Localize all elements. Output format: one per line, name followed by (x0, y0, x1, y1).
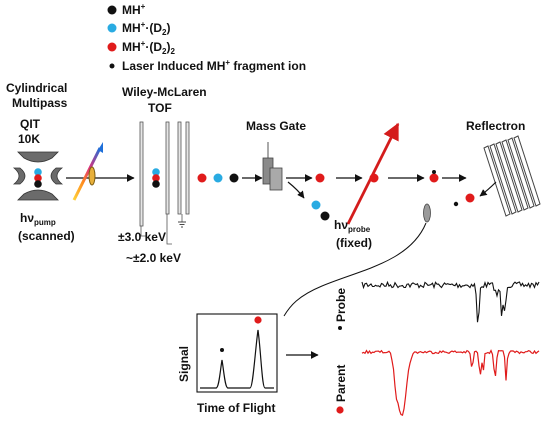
legend-label-mh-d2-2: MH+·(D2)2 (122, 39, 175, 56)
deflection-arrow (287, 181, 305, 199)
reflectron: Reflectron (453, 119, 541, 217)
reflected-fragment-ion (453, 201, 459, 207)
multipass-label: Multipass (12, 96, 68, 110)
deflected-ion-black (320, 211, 330, 221)
hv-pump-label: hνpump (20, 211, 56, 227)
ion-blue-separated (213, 173, 223, 183)
legend-marker-mh (107, 5, 117, 15)
legend-marker-mh-d2-2 (107, 42, 117, 52)
tof-axis-label: Time of Flight (197, 401, 275, 415)
cylindrical-label: Cylindrical (6, 81, 67, 95)
temperature-label: 10K (18, 132, 40, 146)
signal-axis-label: Signal (177, 346, 191, 382)
tof-ion-red (152, 174, 160, 182)
qit-ion-blue (34, 168, 42, 176)
legend-marker-fragment (109, 63, 115, 69)
parent-label: Parent (334, 365, 348, 402)
detector (423, 203, 431, 223)
probe-ion-red (369, 173, 379, 183)
tof-wire-1 (140, 226, 146, 237)
qit-right-ring (50, 167, 64, 185)
probe-laser: hνprobe (fixed) (334, 122, 400, 250)
qit-label: QIT (20, 117, 41, 131)
pump-beam-arrowhead (98, 142, 103, 153)
tof-plate-3 (177, 121, 182, 215)
voltage-label-2: ~±2.0 keV (126, 251, 181, 265)
qit-top-electrode (17, 151, 59, 163)
fragment-ion (432, 170, 436, 174)
parent-channel: Parent (334, 349, 540, 417)
tof-wire-2 (166, 214, 172, 245)
qit-ion-black (34, 180, 42, 188)
qit-bottom-electrode (17, 189, 59, 201)
qit-left-ring (12, 167, 26, 185)
tof-plate-2 (165, 121, 170, 215)
tof-label: TOF (148, 101, 172, 115)
probe-label: Probe (334, 288, 348, 322)
wiley-mclaren-label: Wiley-McLaren (122, 85, 207, 99)
probe-marker (338, 326, 342, 330)
legend-label-fragment: Laser Induced MH+ fragment ion (122, 58, 306, 73)
deflected-ion-blue (311, 200, 321, 210)
mass-gate-label: Mass Gate (246, 119, 306, 133)
tof-spectrum-fragment-marker (220, 348, 224, 352)
qit: Cylindrical Multipass QIT 10K hνpump (sc… (6, 81, 75, 243)
scanned-label: (scanned) (18, 229, 75, 243)
tof-plate-1 (139, 121, 144, 227)
parent-marker (336, 406, 344, 414)
legend-label-mh: MH+ (122, 2, 146, 17)
parent-trace (361, 349, 540, 417)
hv-probe-label: hνprobe (334, 218, 371, 234)
qit-ion-red (34, 174, 42, 182)
voltage-label-1: ±3.0 keV (118, 230, 166, 244)
legend-marker-mh-d2 (107, 23, 117, 33)
reflectron-label: Reflectron (466, 119, 525, 133)
wiley-mclaren-tof: Wiley-McLaren TOF ±3.0 keV ~±2.0 keV (118, 85, 207, 265)
legend-label-mh-d2: MH+·(D2) (122, 20, 170, 37)
probe-channel: Probe (334, 280, 540, 330)
tof-ion-blue (152, 168, 160, 176)
pump-beam (72, 147, 102, 201)
ion-red-post-probe (429, 173, 439, 183)
tof-spectrum-frame (196, 313, 278, 393)
mass-gate: Mass Gate (246, 119, 330, 221)
tof-plate-4 (185, 121, 190, 215)
probe-trace (361, 280, 540, 323)
ion-black-separated (229, 173, 239, 183)
tof-spectrum-inset: Signal Time of Flight (177, 313, 278, 415)
reflectron-plates (483, 135, 541, 217)
mass-gate-plate-front (269, 167, 283, 191)
legend: MH+ MH+·(D2) MH+·(D2)2 Laser Induced MH+… (107, 2, 306, 73)
tof-ion-black (152, 180, 160, 188)
reflection-arrow (479, 181, 497, 197)
fixed-label: (fixed) (336, 236, 372, 250)
ground-icon (178, 221, 186, 228)
tof-spectrum-parent-marker (254, 316, 262, 324)
pump-laser (72, 142, 103, 201)
multipass-cell (88, 166, 96, 186)
reflected-ion-red (465, 193, 475, 203)
ion-red-gated (315, 173, 325, 183)
detector-cable (283, 222, 427, 317)
ion-red-separated (197, 173, 207, 183)
tof-spectrum-trace (200, 329, 274, 389)
